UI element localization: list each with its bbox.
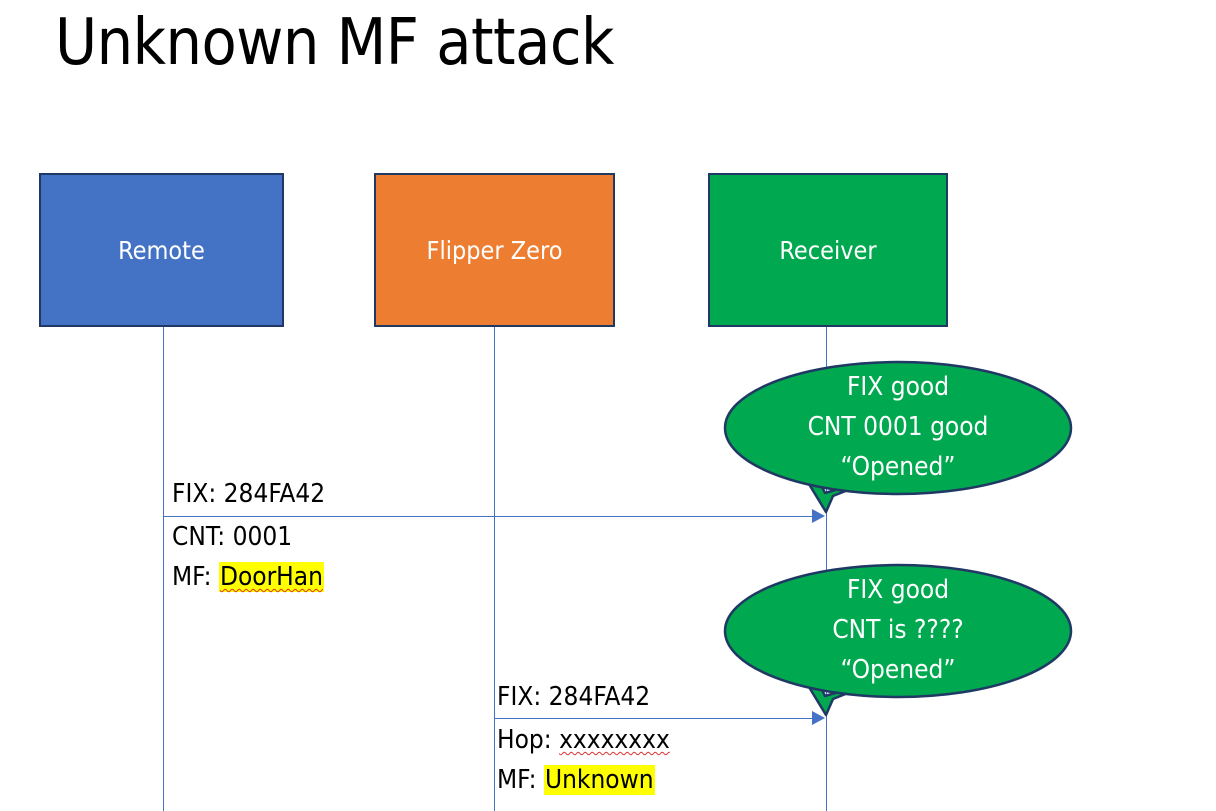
message-1-mf: MF: DoorHan	[172, 557, 324, 597]
lifeline-remote	[163, 327, 164, 811]
message-arrowhead-1	[812, 509, 825, 523]
message-arrowhead-2	[812, 711, 825, 725]
actor-box-flipper[interactable]: Flipper Zero	[374, 173, 615, 327]
message-2-fix: FIX: 284FA42	[497, 682, 651, 712]
message-2-mf: MF: Unknown	[497, 760, 670, 800]
lifeline-receiver	[826, 327, 827, 811]
page-title: Unknown MF attack	[55, 6, 614, 80]
message-2-mf-prefix: MF:	[497, 765, 544, 795]
message-label-below-2: Hop: xxxxxxxx MF: Unknown	[497, 720, 670, 800]
actor-box-remote[interactable]: Remote	[39, 173, 284, 327]
speech-bubble-receiver-1: FIX good CNT 0001 good “Opened”	[723, 360, 1073, 516]
speech-bubble-receiver-2: FIX good CNT is ???? “Opened”	[723, 563, 1073, 719]
message-label-above-2: FIX: 284FA42	[497, 677, 650, 717]
actor-label-receiver: Receiver	[779, 235, 877, 265]
message-2-hop: Hop: xxxxxxxx	[497, 720, 670, 760]
actor-label-flipper: Flipper Zero	[426, 235, 563, 265]
speech-bubble-shape-1	[723, 360, 1073, 514]
message-1-mf-prefix: MF:	[172, 562, 219, 592]
message-2-hop-value: xxxxxxxx	[559, 725, 670, 755]
message-label-above-1: FIX: 284FA42	[172, 474, 325, 514]
message-1-cnt: CNT: 0001	[172, 522, 293, 552]
message-line-2	[494, 718, 813, 719]
message-label-below-1: CNT: 0001 MF: DoorHan	[172, 517, 324, 597]
actor-box-receiver[interactable]: Receiver	[708, 173, 948, 327]
lifeline-flipper	[494, 327, 495, 811]
message-2-mf-value: Unknown	[543, 765, 655, 795]
message-line-1	[163, 516, 813, 517]
message-1-mf-value: DoorHan	[218, 562, 324, 592]
actor-label-remote: Remote	[118, 235, 205, 265]
speech-bubble-shape-2	[723, 563, 1073, 717]
message-2-hop-prefix: Hop:	[497, 725, 560, 755]
message-1-fix: FIX: 284FA42	[172, 479, 326, 509]
